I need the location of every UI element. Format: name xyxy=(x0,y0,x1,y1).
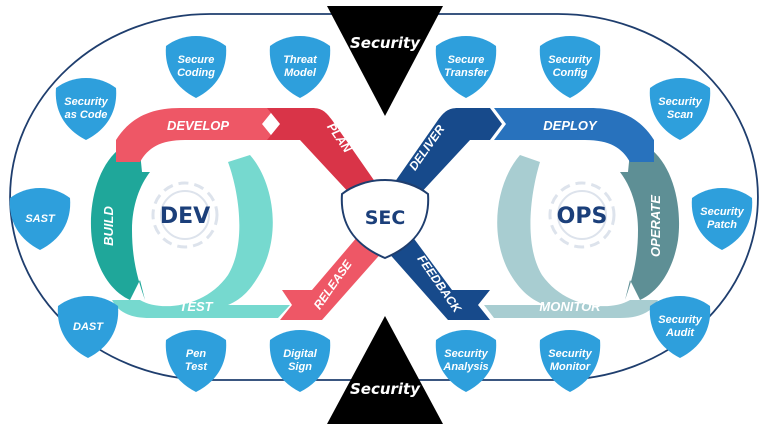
badge-label: Transfer xyxy=(444,67,489,79)
shield-icon xyxy=(340,178,430,260)
deploy-label: DEPLOY xyxy=(543,118,598,133)
ops-loop: DEPLOY OPERATE MONITOR OPS xyxy=(484,108,680,318)
monitor-arrow[interactable] xyxy=(484,155,658,318)
test-arrow[interactable] xyxy=(112,155,290,318)
shield-icon xyxy=(269,36,331,98)
badge-label: SAST xyxy=(25,213,56,225)
dev-label: DEV xyxy=(160,204,210,229)
shield-icon xyxy=(649,296,711,358)
shield-icon xyxy=(55,78,117,140)
deploy-arrow[interactable] xyxy=(494,108,654,162)
badge-label: Security xyxy=(444,348,488,360)
ops-gear-icon xyxy=(548,181,616,249)
badge-sast: SAST xyxy=(9,188,71,250)
badge-label: Test xyxy=(185,361,209,373)
badge-label: Sign xyxy=(288,361,312,373)
badge-label: Patch xyxy=(707,219,737,231)
shield-icon xyxy=(691,188,753,250)
sec-label: SEC xyxy=(365,207,406,229)
badge-label: Security xyxy=(700,206,744,218)
shield-icon xyxy=(435,36,497,98)
badge-label: Scan xyxy=(667,109,694,121)
monitor-label: MONITOR xyxy=(539,299,601,314)
badge-label: Security xyxy=(64,96,108,108)
badge-label: Config xyxy=(553,67,588,79)
badge-dast: DAST xyxy=(57,296,119,358)
shield-icon xyxy=(165,36,227,98)
top-security-triangle: Security xyxy=(327,6,443,116)
badge-label: Security xyxy=(658,96,702,108)
badge-label: Digital xyxy=(283,348,318,360)
top-triangle-label: Security xyxy=(350,34,421,52)
badge-label: Security xyxy=(548,54,592,66)
badge-label: Model xyxy=(284,67,317,79)
badge-label: Security xyxy=(548,348,592,360)
shield-icon xyxy=(649,78,711,140)
badge-label: Analysis xyxy=(442,361,488,373)
shield-icon xyxy=(9,188,71,250)
build-label: BUILD xyxy=(101,206,116,246)
dev-loop: DEVELOP BUILD TEST DEV xyxy=(90,108,290,318)
badge-label: Secure xyxy=(178,54,215,66)
shield-icon xyxy=(435,330,497,392)
badge-label: Threat xyxy=(283,54,318,66)
shield-icon xyxy=(539,36,601,98)
badge-label: DAST xyxy=(73,321,104,333)
bottom-security-triangle: Security xyxy=(327,316,443,424)
dev-gear-icon xyxy=(151,181,219,249)
operate-label: OPERATE xyxy=(648,195,663,257)
sec-shield: SEC xyxy=(340,178,430,260)
badge-label: Audit xyxy=(665,327,695,339)
develop-label: DEVELOP xyxy=(167,118,229,133)
operate-arrow[interactable] xyxy=(620,150,680,300)
badge-label: Coding xyxy=(177,67,215,79)
ops-label: OPS xyxy=(557,204,608,229)
badge-label: as Code xyxy=(65,109,108,121)
shield-icon xyxy=(165,330,227,392)
develop-arrow[interactable] xyxy=(116,108,275,162)
bottom-triangle-label: Security xyxy=(350,380,421,398)
badge-label: Secure xyxy=(448,54,485,66)
badge-label: Security xyxy=(658,314,702,326)
test-label: TEST xyxy=(179,299,213,314)
badge-label: Pen xyxy=(186,348,206,360)
shield-icon xyxy=(57,296,119,358)
shield-icon xyxy=(539,330,601,392)
shield-icon xyxy=(269,330,331,392)
badge-label: Monitor xyxy=(550,361,591,373)
build-arrow[interactable] xyxy=(90,150,150,300)
